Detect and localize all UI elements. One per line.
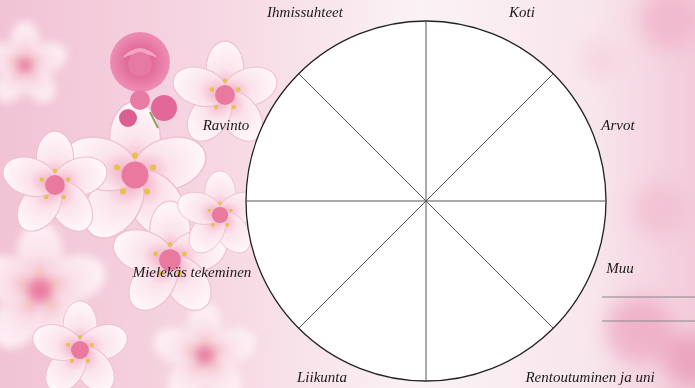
segment-label: Koti: [509, 4, 535, 21]
segment-label: Mielekäs tekeminen: [133, 264, 252, 281]
writing-lines: [602, 297, 695, 321]
segment-label: Ravinto: [203, 117, 250, 134]
segment-label: Rentoutuminen ja uni: [525, 369, 654, 386]
segment-label: Muu: [606, 260, 634, 277]
segment-label: Ihmissuhteet: [267, 4, 343, 21]
segment-label: Liikunta: [297, 369, 347, 386]
segment-label: Arvot: [601, 117, 634, 134]
wheel: [246, 21, 606, 381]
